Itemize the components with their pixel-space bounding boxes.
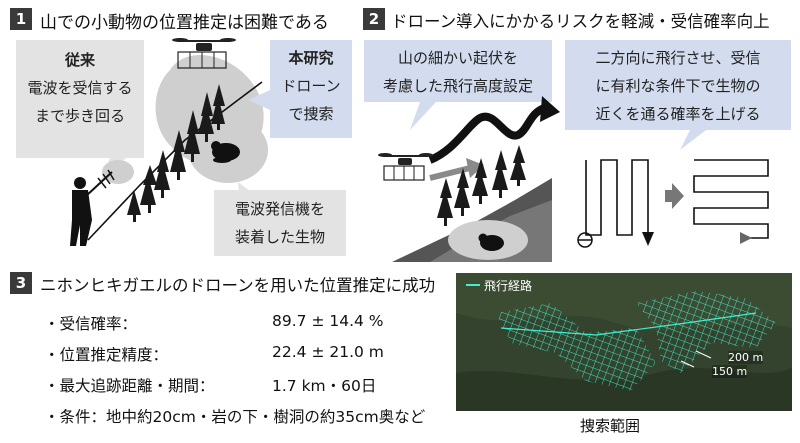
conventional-title: 従来 — [64, 51, 95, 69]
two-direction-line3: 近くを通る確率を上げる — [595, 105, 761, 123]
this-study-bubble-tail — [248, 90, 270, 110]
person-with-antenna-icon — [70, 169, 115, 246]
result-label-reception: ・受信確率： — [44, 315, 138, 333]
direction-arrow — [665, 183, 684, 209]
this-study-bubble: 本研究 ドローン で捜索 — [270, 40, 352, 138]
altitude-bubble-tail — [410, 102, 436, 130]
conventional-line1: 電波を受信する — [27, 79, 133, 97]
panel1-heading: 山での小動物の位置推定は困難である — [40, 13, 329, 33]
transmitter-line2: 装着した生物 — [234, 228, 325, 246]
result-value-distance: 1.7 km・60日 — [272, 377, 377, 395]
drone-icon — [172, 38, 236, 69]
conventional-line2: まで歩き回る — [34, 107, 125, 125]
panel3-heading: ニホンヒキガエルのドローンを用いた位置推定に成功 — [40, 276, 436, 295]
panel2-heading: ドローン導入にかかるリスクを軽減・受信確率向上 — [391, 12, 770, 31]
mountain-slope — [87, 81, 263, 241]
vertical-serpentine-route — [585, 159, 649, 236]
two-direction-line2: に有利な条件下で生物の — [595, 77, 761, 95]
flight-route-overlay — [456, 273, 792, 411]
scale-200m: 200 m — [728, 351, 764, 364]
this-study-line1: ドローン — [281, 77, 341, 95]
panel2-number: 2 — [363, 8, 385, 30]
tree-icon-2 — [437, 145, 526, 226]
transmitter-bubble: 電波発信機を 装着した生物 — [214, 190, 346, 256]
satellite-map: 飛行経路 200 m 150 m — [456, 273, 792, 411]
result-value-reception: 89.7 ± 14.4 % — [272, 312, 384, 330]
result-condition: ・条件：地中約20cm・岩の下・樹洞の約35cm奥など — [44, 408, 426, 426]
map-legend-label: 飛行経路 — [484, 279, 533, 293]
conventional-bubble: 従来 電波を受信する まで歩き回る — [16, 40, 144, 158]
altitude-line1: 山の細かい起伏を — [397, 49, 518, 67]
two-direction-bubble-tail — [680, 130, 706, 150]
frog-icon-2 — [478, 233, 504, 251]
panel3-number: 3 — [10, 272, 32, 294]
transmitter-line1: 電波発信機を — [234, 200, 325, 218]
altitude-bubble: 山の細かい起伏を 考慮した飛行高度設定 — [364, 40, 552, 102]
map-caption: 捜索範囲 — [580, 417, 641, 435]
horizontal-serpentine-route — [693, 159, 769, 239]
result-value-accuracy: 22.4 ± 21.0 m — [272, 343, 384, 361]
flight-path-arrow — [428, 104, 547, 164]
panel1-number: 1 — [10, 8, 32, 30]
tree-icon — [127, 84, 225, 222]
altitude-line2: 考慮した飛行高度設定 — [382, 77, 533, 95]
this-study-title: 本研究 — [288, 49, 334, 67]
frog-icon — [211, 141, 240, 163]
result-label-distance: ・最大追跡距離・期間： — [44, 377, 215, 395]
drone-icon-2 — [378, 153, 433, 181]
two-direction-line1: 二方向に飛行させ、受信 — [595, 49, 761, 67]
result-label-accuracy: ・位置推定精度： — [44, 346, 169, 364]
scale-150m: 150 m — [712, 365, 748, 378]
two-direction-bubble: 二方向に飛行させ、受信 に有利な条件下で生物の 近くを通る確率を上げる — [565, 40, 791, 130]
this-study-line2: で捜索 — [288, 105, 334, 123]
